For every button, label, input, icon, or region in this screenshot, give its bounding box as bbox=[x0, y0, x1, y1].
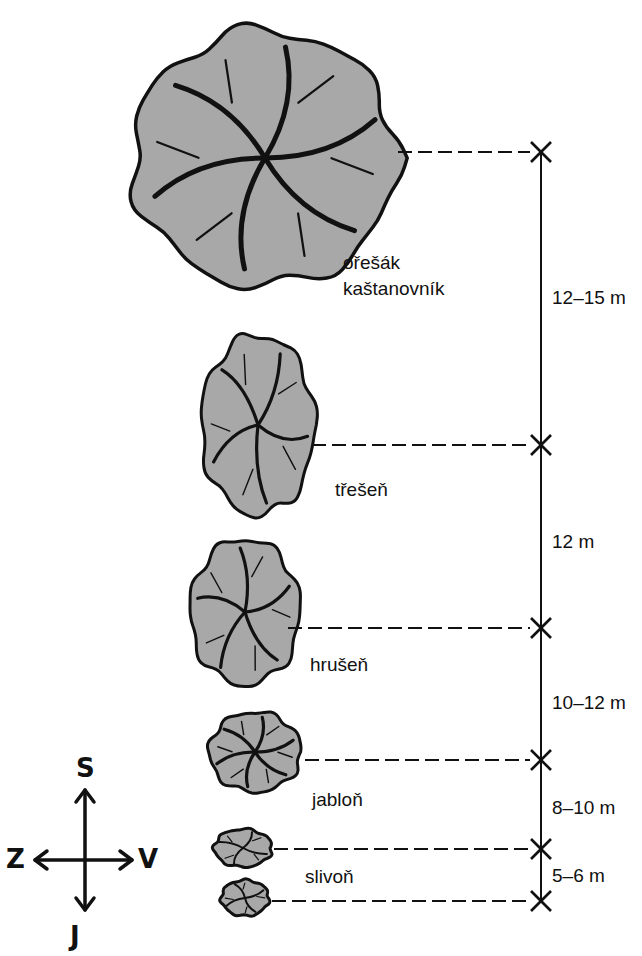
branch bbox=[234, 848, 243, 864]
twig bbox=[283, 446, 295, 469]
twig bbox=[206, 635, 223, 643]
twig bbox=[242, 721, 244, 734]
tree-name: hrušeň bbox=[310, 652, 368, 678]
twig bbox=[266, 769, 268, 782]
compass-letter: V bbox=[138, 842, 158, 877]
branch bbox=[258, 354, 280, 425]
branch bbox=[176, 85, 266, 158]
distance-label: 5–6 m bbox=[552, 863, 605, 889]
x-mark bbox=[531, 839, 551, 859]
twig bbox=[226, 60, 232, 102]
twig bbox=[332, 158, 373, 174]
compass-letter: S bbox=[76, 751, 95, 786]
spacing-lines bbox=[272, 142, 551, 911]
x-mark bbox=[531, 435, 551, 455]
branch bbox=[246, 752, 255, 787]
distance-label: 8–10 m bbox=[552, 795, 615, 821]
dimension-line bbox=[540, 152, 542, 901]
branch bbox=[221, 612, 245, 668]
x-mark bbox=[531, 891, 551, 911]
twig bbox=[298, 76, 333, 103]
branch bbox=[245, 898, 255, 912]
twig bbox=[225, 898, 233, 899]
branch bbox=[241, 158, 265, 269]
tree-crown bbox=[130, 23, 407, 289]
twig bbox=[218, 747, 232, 752]
branch bbox=[258, 425, 308, 439]
tree-crown bbox=[201, 333, 317, 517]
twig bbox=[254, 854, 259, 860]
branch bbox=[214, 425, 258, 462]
tree-crowns bbox=[130, 23, 407, 916]
branch bbox=[255, 752, 286, 775]
twig bbox=[243, 883, 245, 889]
x-mark bbox=[531, 618, 551, 638]
distance-label: 12 m bbox=[552, 529, 594, 555]
twig bbox=[267, 727, 279, 735]
branch bbox=[257, 425, 267, 503]
branch bbox=[198, 597, 245, 612]
twig bbox=[231, 769, 243, 777]
distance-label: 12–15 m bbox=[552, 285, 626, 311]
compass-letter: J bbox=[70, 919, 80, 954]
twig bbox=[244, 355, 245, 385]
branch bbox=[265, 47, 289, 158]
tree-crown bbox=[190, 541, 300, 687]
twig bbox=[252, 838, 261, 841]
twig bbox=[245, 907, 247, 913]
branch bbox=[155, 158, 265, 196]
branch bbox=[265, 158, 355, 231]
twig bbox=[298, 214, 304, 256]
x-mark bbox=[531, 142, 551, 162]
x-mark bbox=[531, 750, 551, 770]
branch bbox=[245, 612, 277, 660]
twig bbox=[254, 646, 256, 670]
branch bbox=[224, 729, 255, 752]
distance-label: 10–12 m bbox=[552, 690, 626, 716]
branch bbox=[265, 120, 375, 158]
branch bbox=[219, 842, 243, 848]
compass-letter: Z bbox=[6, 842, 25, 877]
tree-crown bbox=[207, 712, 301, 793]
twig bbox=[211, 573, 222, 593]
twig bbox=[278, 752, 292, 757]
twig bbox=[243, 469, 253, 495]
branch bbox=[243, 832, 252, 848]
x-mark bbox=[531, 618, 551, 638]
branch bbox=[255, 717, 264, 752]
twig bbox=[197, 213, 232, 240]
twig bbox=[211, 424, 230, 431]
tree-name: třešeň bbox=[335, 477, 388, 503]
x-mark bbox=[531, 839, 551, 859]
branch bbox=[243, 848, 267, 854]
twig bbox=[157, 142, 198, 158]
x-mark bbox=[531, 891, 551, 911]
tree-crown bbox=[220, 879, 270, 916]
branch bbox=[235, 884, 245, 898]
x-mark bbox=[531, 435, 551, 455]
twig bbox=[252, 557, 263, 577]
x-mark bbox=[531, 750, 551, 770]
twig bbox=[257, 897, 265, 898]
tree-name: ořešák kaštanovník bbox=[343, 250, 473, 301]
branch bbox=[245, 586, 289, 612]
twig bbox=[225, 855, 234, 858]
branch bbox=[240, 548, 247, 612]
branch bbox=[255, 740, 293, 752]
tree-crown bbox=[212, 828, 272, 867]
twig bbox=[272, 610, 290, 618]
x-mark bbox=[531, 142, 551, 162]
twig bbox=[228, 836, 233, 842]
tree-name: jabloň bbox=[312, 787, 363, 813]
branch bbox=[222, 370, 258, 425]
twig bbox=[279, 383, 297, 394]
tree-name: slivoň bbox=[305, 864, 354, 890]
compass-arrows bbox=[35, 790, 132, 910]
